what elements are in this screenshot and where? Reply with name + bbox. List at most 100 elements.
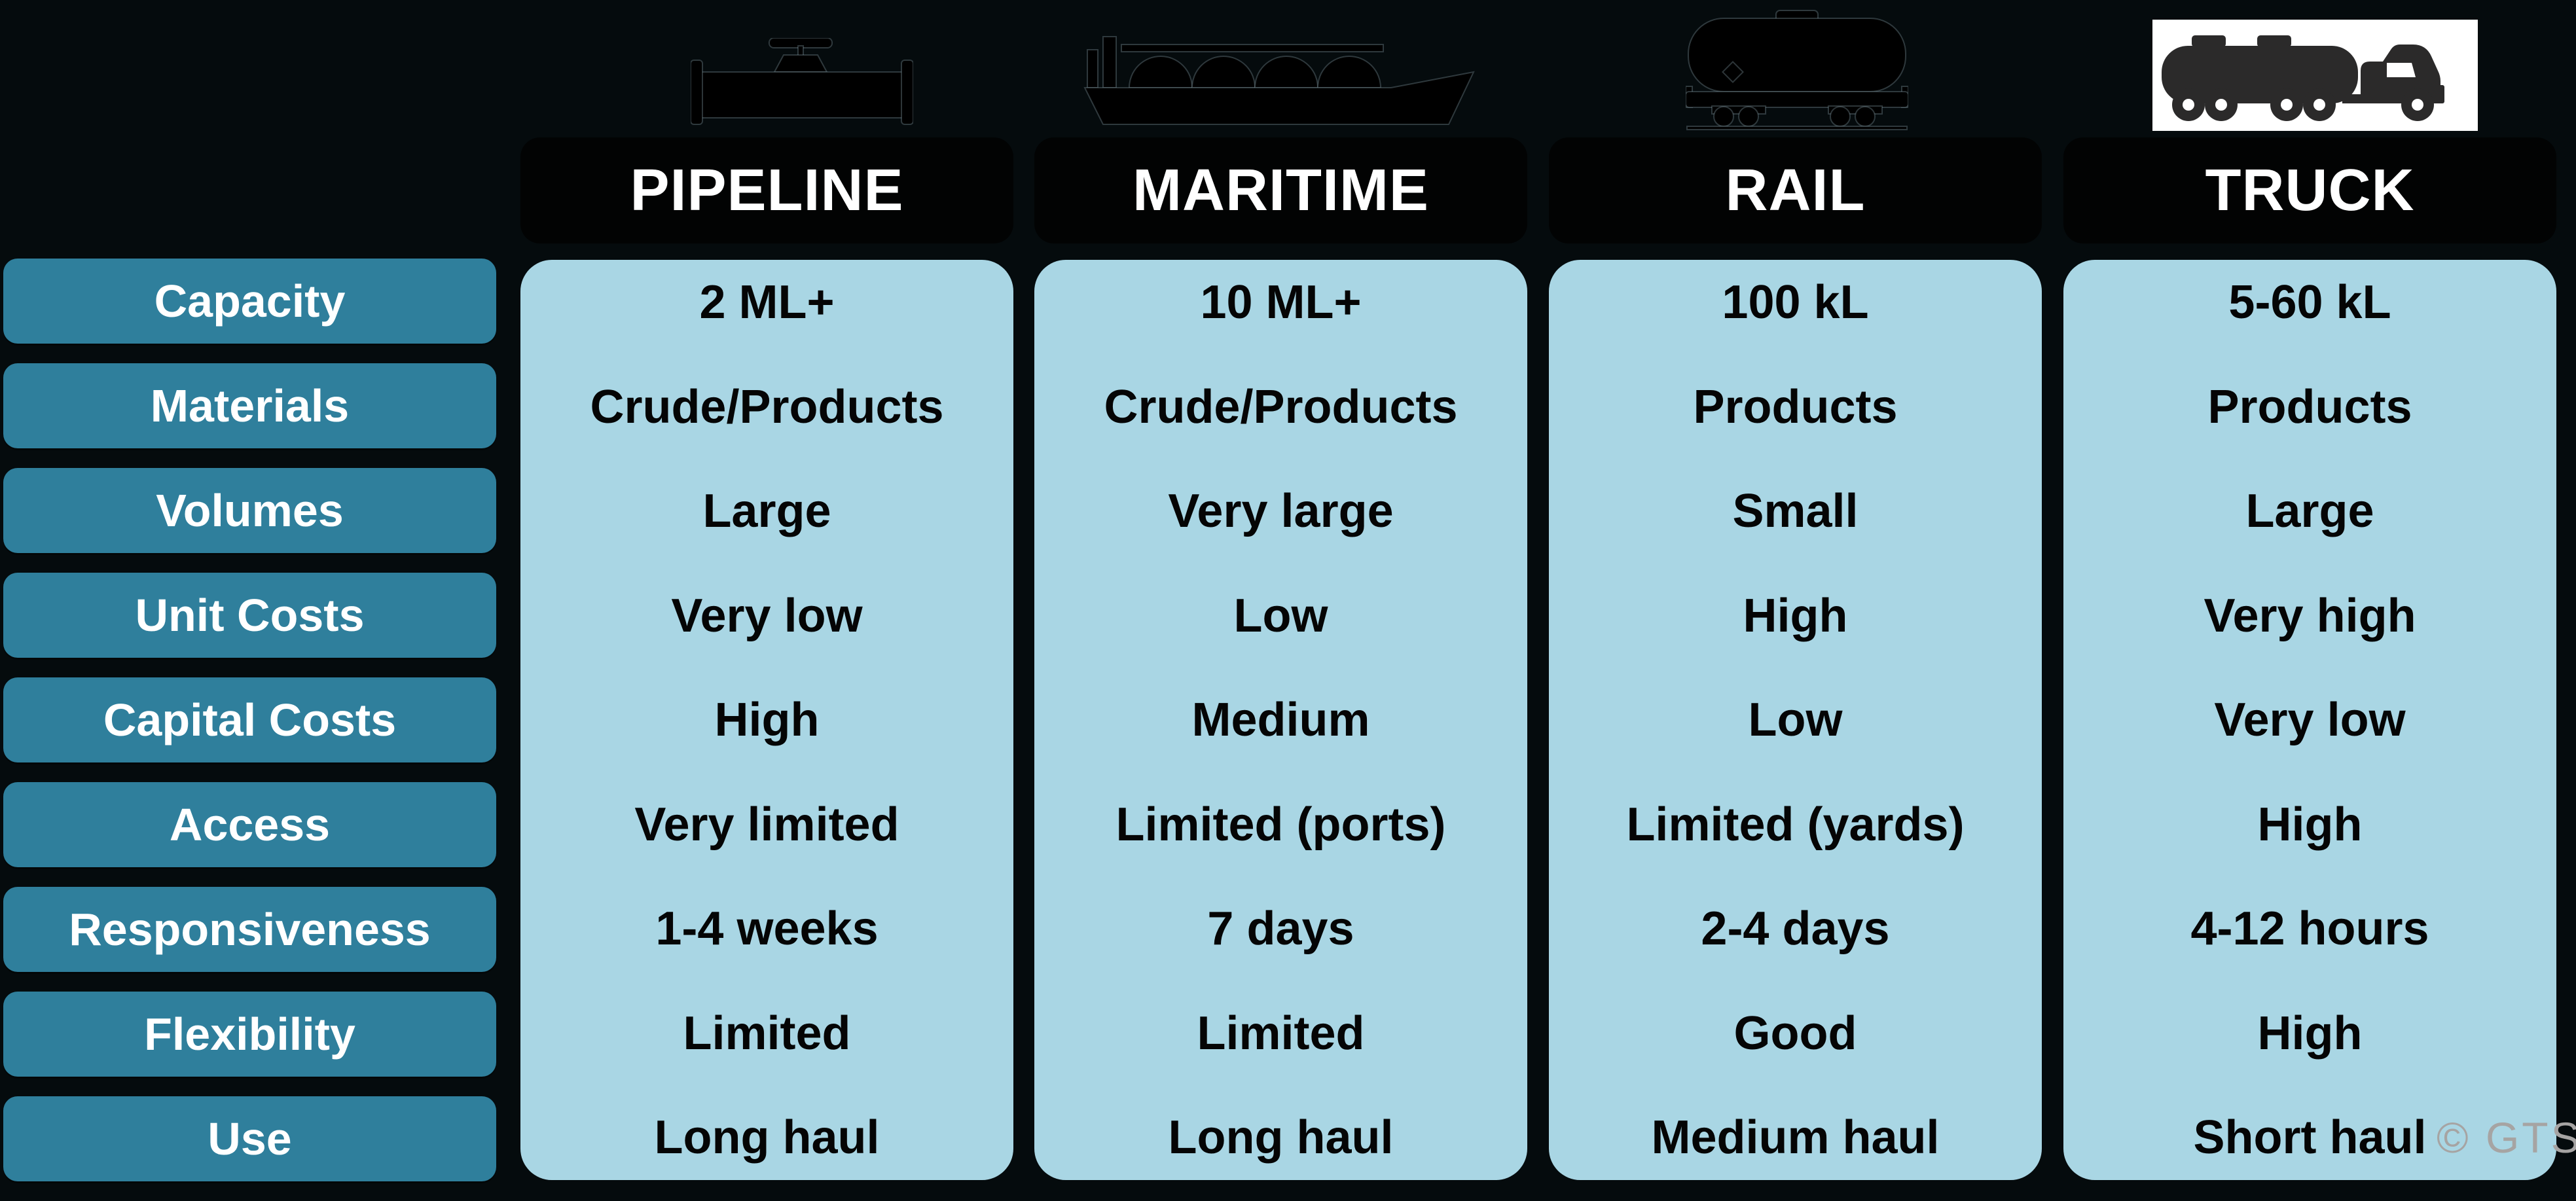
table-cell: Products	[2063, 365, 2556, 450]
maritime-header-bar: MARITIME	[1034, 137, 1527, 243]
truck-header-bar: TRUCK	[2063, 137, 2556, 243]
row-label-text: Unit Costs	[135, 590, 365, 641]
table-cell: Large	[520, 469, 1013, 554]
cell-value: Limited	[683, 1007, 851, 1060]
table-cell: Limited	[1034, 991, 1527, 1076]
row-label-box: Use	[3, 1096, 496, 1181]
table-cell: Long haul	[1034, 1095, 1527, 1180]
tank-railcar-icon	[1686, 9, 1908, 130]
table-cell: Large	[2063, 469, 2556, 554]
cell-value: 100 kL	[1722, 276, 1869, 329]
cell-value: Products	[1693, 380, 1898, 433]
table-cell: Very high	[2063, 573, 2556, 658]
cell-value: 1-4 weeks	[655, 903, 879, 955]
table-cell: Very low	[2063, 677, 2556, 762]
table-cell: 2 ML+	[520, 260, 1013, 345]
row-label-text: Capital Costs	[103, 694, 397, 745]
table-cell: Low	[1549, 677, 2042, 762]
table-cell: 5-60 kL	[2063, 260, 2556, 345]
table-cell: Medium	[1034, 677, 1527, 762]
table-cell: High	[2063, 782, 2556, 867]
cell-value: Small	[1732, 485, 1859, 537]
table-cell: Long haul	[520, 1095, 1013, 1180]
pipeline-header-label: PIPELINE	[630, 157, 904, 223]
truck-header-label: TRUCK	[2205, 157, 2415, 223]
row-label-text: Flexibility	[144, 1009, 355, 1060]
rail-header-label: RAIL	[1725, 157, 1866, 223]
table-cell: Limited (ports)	[1034, 782, 1527, 867]
row-label-text: Capacity	[154, 276, 346, 327]
table-cell: Crude/Products	[520, 365, 1013, 450]
cell-value: Long haul	[654, 1111, 880, 1164]
table-cell: High	[520, 677, 1013, 762]
row-label-text: Use	[208, 1113, 292, 1164]
table-cell: Low	[1034, 573, 1527, 658]
table-cell: Small	[1549, 469, 2042, 554]
table-cell: High	[2063, 991, 2556, 1076]
tanker-ship-icon	[1083, 27, 1476, 126]
cell-value: High	[1743, 589, 1848, 642]
table-cell: Limited	[520, 991, 1013, 1076]
pipeline-valve-icon	[691, 38, 913, 126]
row-label-box: Responsiveness	[3, 887, 496, 972]
cell-value: Crude/Products	[1104, 380, 1458, 433]
table-cell: Very limited	[520, 782, 1013, 867]
cell-value: 10 ML+	[1200, 276, 1362, 329]
table-cell: 4-12 hours	[2063, 886, 2556, 971]
row-label-text: Responsiveness	[69, 904, 431, 955]
row-label-box: Unit Costs	[3, 573, 496, 658]
cell-value: Very low	[671, 589, 863, 642]
cell-value: 2-4 days	[1701, 903, 1890, 955]
row-label-box: Materials	[3, 363, 496, 448]
cell-value: 2 ML+	[699, 276, 835, 329]
cell-value: Products	[2207, 380, 2412, 433]
cell-value: Low	[1233, 589, 1328, 642]
table-cell: 2-4 days	[1549, 886, 2042, 971]
cell-value: Limited (ports)	[1116, 798, 1446, 851]
cell-value: Very high	[2204, 589, 2416, 642]
row-label-text: Access	[169, 799, 331, 850]
table-cell: Limited (yards)	[1549, 782, 2042, 867]
table-cell: 7 days	[1034, 886, 1527, 971]
cell-value: Limited	[1197, 1007, 1365, 1060]
cell-value: Large	[2245, 485, 2374, 537]
table-cell: Crude/Products	[1034, 365, 1527, 450]
table-cell: Short haul	[2063, 1095, 2556, 1180]
table-cell: 1-4 weeks	[520, 886, 1013, 971]
table-cell: High	[1549, 573, 2042, 658]
table-cell: Good	[1549, 991, 2042, 1076]
cell-value: Very low	[2214, 694, 2406, 746]
row-label-box: Access	[3, 782, 496, 867]
cell-value: Long haul	[1168, 1111, 1394, 1164]
row-label-text: Volumes	[156, 485, 344, 536]
copyright-watermark: © GTS	[2437, 1113, 2576, 1162]
table-cell: Medium haul	[1549, 1095, 2042, 1180]
table-cell: 10 ML+	[1034, 260, 1527, 345]
row-label-text: Materials	[150, 380, 350, 431]
cell-value: Low	[1748, 694, 1843, 746]
row-label-box: Capital Costs	[3, 677, 496, 762]
cell-value: Large	[702, 485, 831, 537]
cell-value: Very large	[1168, 485, 1394, 537]
cell-value: High	[2257, 1007, 2363, 1060]
cell-value: Short haul	[2193, 1111, 2427, 1164]
cell-value: Medium	[1191, 694, 1370, 746]
table-cell: Very large	[1034, 469, 1527, 554]
row-label-box: Flexibility	[3, 992, 496, 1077]
row-label-box: Volumes	[3, 468, 496, 553]
table-cell: 100 kL	[1549, 260, 2042, 345]
cell-value: 7 days	[1207, 903, 1354, 955]
rail-header-bar: RAIL	[1549, 137, 2042, 243]
cell-value: 4-12 hours	[2190, 903, 2429, 955]
table-cell: Products	[1549, 365, 2042, 450]
row-label-box: Capacity	[3, 259, 496, 344]
